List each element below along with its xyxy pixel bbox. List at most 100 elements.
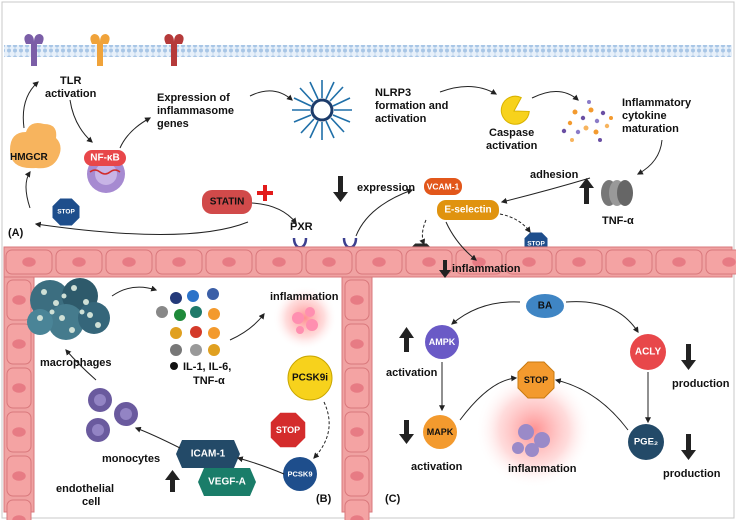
arrow-cytokines-inflammation [229,313,265,341]
down-arrow-acly-icon [681,344,696,370]
svg-text:PGE₂: PGE₂ [634,437,658,448]
svg-text:STOP: STOP [527,241,545,248]
arrow-nlrp3-caspase [439,86,498,95]
down-arrow-expression-icon [333,176,348,202]
arrow-stop-hmgcr [24,171,31,209]
cell-nucleus [622,257,636,267]
arrow-hmgcr-tlr [22,81,39,129]
arrow-monocytes-macrophages [65,349,97,381]
down-arrow-mapk-icon [399,420,414,444]
panel-a-label: (A) [8,227,24,239]
expression-label: expression [357,182,415,194]
wall-cell [344,499,370,520]
inflammation-glow-b [273,286,337,350]
receptor-orange-icon [90,34,110,66]
tnf-trimer-icon [601,180,633,206]
svg-text:AMPK: AMPK [429,337,456,347]
cell-nucleus [422,257,436,267]
vessel-wall-left [3,276,35,520]
stop-sign-a-icon: STOP [51,197,81,227]
arrow-eselectin-stop2 [499,213,531,233]
statin-node: STATIN [202,190,252,214]
vegfa-node: VEGF-A [198,468,256,496]
cell-nucleus [672,257,686,267]
cytokine-list-label: IL-1, IL-6, TNF-α [183,361,234,387]
inflammation-glow-c [476,372,592,488]
arrow-ba-acly [565,301,639,334]
panel-c-label: (C) [385,493,401,505]
cell-nucleus [12,339,26,349]
cell-nucleus [12,427,26,437]
endothelium [3,246,736,278]
down-arrow-inflammation-icon [439,260,451,278]
svg-text:HMGCR: HMGCR [10,152,49,163]
monocytes-icon [86,388,138,442]
receptor-red-icon [164,34,184,66]
stop-sign-c-icon: STOP [517,361,555,399]
production-label-2: production [663,468,721,480]
arrow-macrophages-cytokines [111,285,158,297]
mapk-node: MAPK [423,415,457,449]
svg-text:MAPK: MAPK [427,427,454,437]
cell-membrane [4,45,732,57]
arrow-statin-stop [34,221,249,236]
cell-nucleus [572,257,586,267]
up-arrow-ampk-icon [399,327,414,352]
cell-nucleus [350,295,364,305]
cell-nucleus [12,515,26,520]
cell-nucleus [350,471,364,481]
tlr-label: TLR activation [45,75,97,100]
svg-text:STATIN: STATIN [210,197,245,208]
ba-node: BA [526,294,564,318]
down-arrow-pge2-icon [681,434,696,460]
cell-nucleus [350,427,364,437]
arrow-eselectin-stop1 [419,219,427,246]
adhesion-label: adhesion [530,169,579,181]
cell-nucleus [172,257,186,267]
arrow-statin-pxr [251,202,297,224]
svg-text:PCSK9i: PCSK9i [292,373,328,384]
arrow-ba-ampk [451,301,521,325]
cell-nucleus [122,257,136,267]
svg-text:ICAM-1: ICAM-1 [191,449,226,460]
icam1-node: ICAM-1 [176,440,240,468]
cytokine-maturation-label: Inflammatory cytokine maturation [622,97,694,135]
vessel-wall-right [341,276,373,520]
cell-nucleus [12,471,26,481]
arrow-genes-nlrp3 [249,90,293,101]
arrow-cytokine-tnf [636,139,663,175]
arrow-tnf-eselectin [500,177,591,204]
arrow-caspase-cytokine [531,91,579,101]
cell-nucleus [322,257,336,267]
cell-nucleus [722,257,736,267]
svg-text:PCSK9: PCSK9 [287,470,312,479]
vcam1-node: VCAM-1 [424,178,462,195]
cell-nucleus [272,257,286,267]
inflammation-label-a: inflammation [452,263,521,275]
activation-label-1: activation [386,367,438,379]
connector-arrows [22,81,663,475]
cell-nucleus [372,257,386,267]
plus-icon [257,185,273,201]
inflamed-cluster-c-icon [512,424,550,457]
wall-cell [6,499,32,520]
arrow-pcsk9-icam [236,456,285,475]
cell-nucleus [222,257,236,267]
up-arrow-tnf-icon [579,178,594,204]
cell-nucleus [22,257,36,267]
macrophages-label: macrophages [40,357,112,369]
arrow-pge2-stop [554,378,629,431]
stop-sign-b-icon: STOP [269,411,307,449]
eselectin-node: E-selectin [437,200,499,220]
tnfa-label: TNF-α [602,215,634,227]
nfkb-node: NF-κB [84,150,126,193]
bullet-icon [170,362,178,370]
svg-text:VEGF-A: VEGF-A [208,477,246,488]
endothelial-cell [705,249,736,275]
cytokine-dots-icon [561,100,613,142]
acly-node: ACLY [630,334,666,370]
arrow-tlr-nfkb [69,99,93,143]
arrow-nfkb-genes [119,117,152,149]
